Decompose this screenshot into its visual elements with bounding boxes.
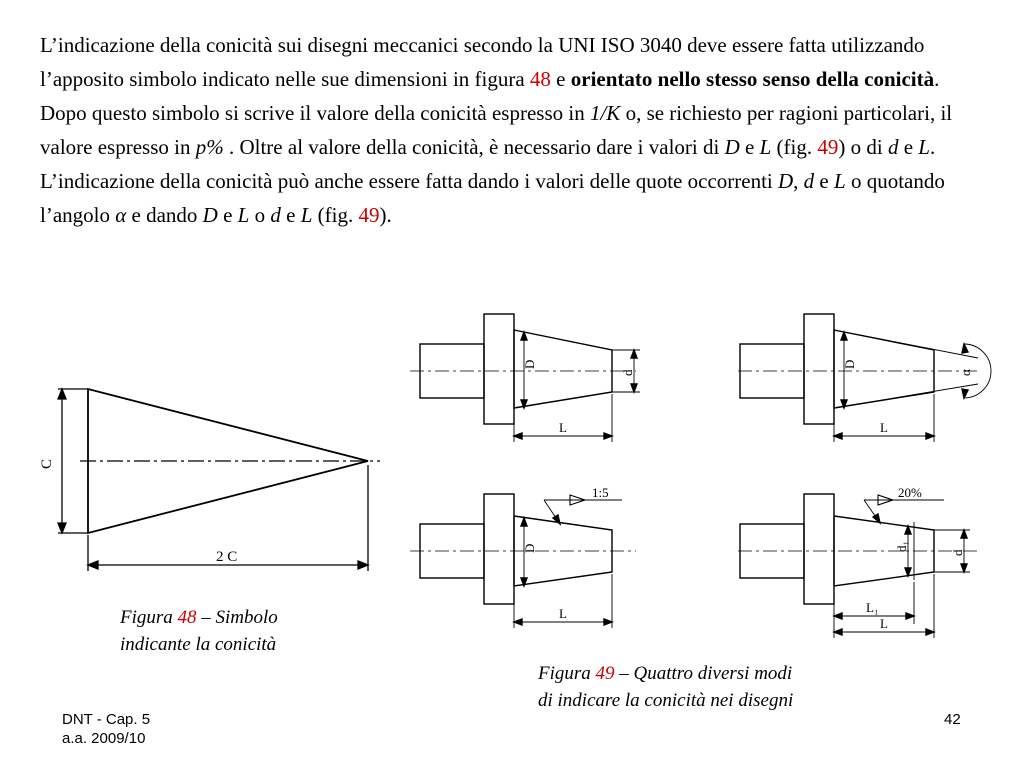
emphasis-text: orientato nello stesso senso della conic…: [570, 67, 935, 91]
dim-L1: L₁: [866, 600, 878, 615]
figure-48-caption: Figura 48 – Simbolo indicante la conicit…: [120, 607, 278, 655]
dim-L: L: [880, 420, 888, 435]
body-text: L’indicazione della conicità sui disegni…: [40, 28, 990, 232]
footer-course: DNT - Cap. 5: [62, 711, 151, 728]
dim-d1: d₁: [894, 541, 909, 552]
figure-49-ref: 49: [817, 135, 839, 159]
figure-49b-drawing: D α L: [738, 313, 992, 442]
figure-49c-drawing: D 1:5 L: [410, 485, 636, 628]
dim-D: D: [842, 360, 857, 369]
footer-course-info: DNT - Cap. 5 a.a. 2009/10: [62, 710, 150, 748]
dim-D: D: [522, 544, 537, 553]
paragraph-2: L’indicazione della conicità può anche e…: [40, 169, 945, 227]
label-2c: 2 C: [216, 549, 237, 565]
label-c: C: [39, 459, 55, 469]
figure-49-caption: Figura 49 – Quattro diversi modi di indi…: [538, 663, 794, 711]
figure-48-taper-symbol: C 2 C: [39, 387, 380, 571]
dim-D: D: [522, 360, 537, 369]
dim-d: d: [950, 549, 965, 556]
dim-L: L: [559, 420, 567, 435]
figure-48-ref: 48: [529, 67, 551, 91]
figure-49a-drawing: D d L: [410, 313, 640, 442]
dim-alpha: α: [958, 369, 973, 376]
paragraph-1: L’indicazione della conicità sui disegni…: [40, 33, 953, 159]
dim-L: L: [880, 616, 888, 631]
dim-L: L: [559, 606, 567, 621]
page-number: 42: [944, 711, 961, 728]
footer-year: a.a. 2009/10: [62, 730, 146, 747]
taper-ratio: 1:5: [592, 485, 609, 500]
taper-percent: 20%: [898, 485, 922, 500]
figure-49d-drawing: d₁ d 20% L₁ L: [738, 485, 978, 638]
dim-d: d: [620, 369, 635, 376]
figure-49-ref: 49: [358, 203, 380, 227]
